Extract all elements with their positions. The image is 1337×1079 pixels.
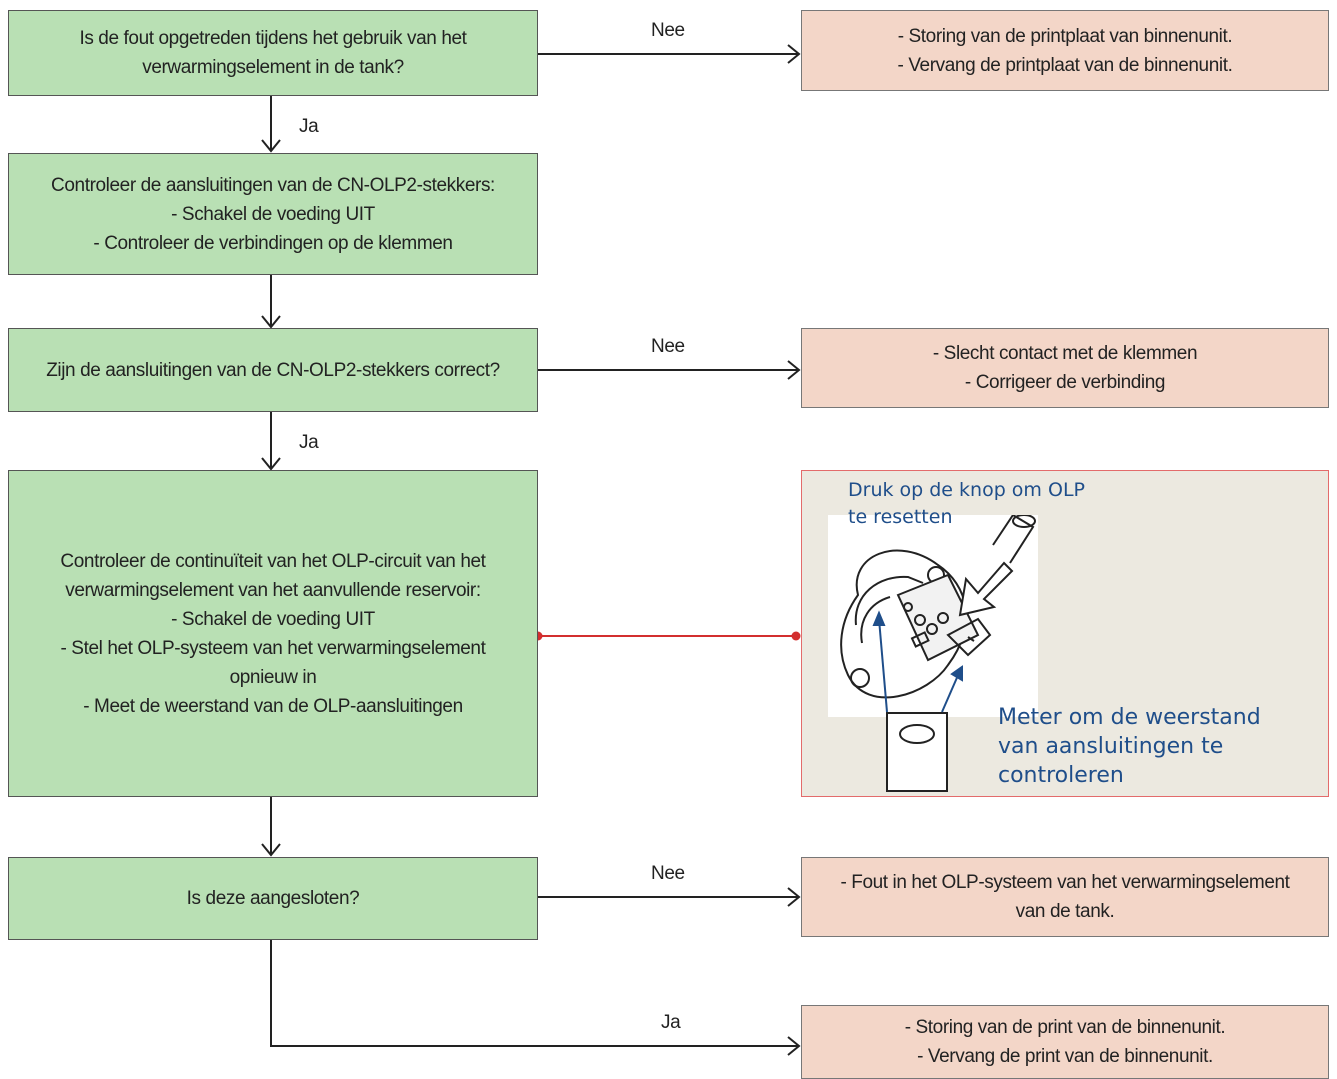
result-r2: - Slecht contact met de klemmen - Corrig…	[801, 328, 1329, 408]
label-no-1: Nee	[651, 20, 685, 41]
olp-device-illustration	[828, 515, 1038, 717]
step-continuity-line: - Schakel de voeding UIT	[171, 608, 375, 630]
meter-caption-line: controleren	[998, 763, 1124, 788]
step-q2: Zijn de aansluitingen van de CN-OLP2-ste…	[8, 328, 538, 412]
step-check-connections: Controleer de aansluitingen van de CN-OL…	[8, 153, 538, 275]
resistance-meter-icon	[886, 712, 948, 792]
step-continuity-line: opnieuw in	[229, 666, 317, 688]
result-r2-line: - Slecht contact met de klemmen	[932, 343, 1198, 364]
result-r3: - Fout in het OLP-systeem van het verwar…	[801, 857, 1329, 937]
step-continuity-line: - Stel het OLP-systeem van het verwarmin…	[60, 637, 486, 659]
step-q1: Is de fout opgetreden tijdens het gebrui…	[8, 10, 538, 96]
step-q2-line: Zijn de aansluitingen van de CN-OLP2-ste…	[46, 359, 500, 381]
step-continuity-line: - Meet de weerstand van de OLP-aansluiti…	[83, 695, 463, 717]
arrow-q3-yes	[270, 940, 798, 1047]
result-r1-line: - Storing van de printplaat van binnenun…	[897, 25, 1233, 47]
meter-caption-line: Meter om de weerstand	[998, 705, 1261, 730]
reset-caption: Druk op de knop om OLP te resetten	[848, 477, 1085, 531]
step-continuity-line: verwarmingselement van het aanvullende r…	[65, 579, 481, 601]
reset-caption-line: Druk op de knop om OLP	[848, 479, 1085, 501]
result-r1: - Storing van de printplaat van binnenun…	[801, 10, 1329, 91]
meter-probe-lines	[872, 610, 963, 713]
meter-caption-line: van aansluitingen te	[998, 734, 1224, 759]
label-no-3: Nee	[651, 863, 685, 884]
reset-caption-line: te resetten	[848, 506, 953, 528]
result-r4: - Storing van de print van de binnenunit…	[801, 1005, 1329, 1079]
result-r4-line: - Storing van de print van de binnenunit…	[904, 1017, 1226, 1038]
label-yes-1: Ja	[299, 116, 319, 137]
result-r4-line: - Vervang de print van de binnenunit.	[917, 1046, 1213, 1067]
olp-illustration-panel: Druk op de knop om OLP te resetten Meter…	[801, 470, 1329, 797]
result-r2-line: - Corrigeer de verbinding	[964, 372, 1166, 393]
result-r3-line: - Fout in het OLP-systeem van het verwar…	[840, 872, 1290, 893]
step-q3-line: Is deze aangesloten?	[186, 888, 360, 909]
step-check-line: - Controleer de verbindingen op de klemm…	[93, 232, 453, 254]
result-r3-line: van de tank.	[1015, 901, 1115, 922]
step-q3: Is deze aangesloten?	[8, 857, 538, 940]
label-no-2: Nee	[651, 336, 685, 357]
step-check-continuity: Controleer de continuïteit van het OLP-c…	[8, 470, 538, 797]
step-q1-line: Is de fout opgetreden tijdens het gebrui…	[79, 28, 467, 49]
label-yes-3: Ja	[661, 1012, 681, 1033]
step-check-line: - Schakel de voeding UIT	[171, 203, 375, 225]
step-check-line: Controleer de aansluitingen van de CN-OL…	[51, 174, 495, 196]
step-continuity-line: Controleer de continuïteit van het OLP-c…	[60, 550, 486, 572]
label-yes-2: Ja	[299, 432, 319, 453]
step-q1-line: verwarmingselement in de tank?	[142, 57, 404, 78]
result-r1-line: - Vervang de printplaat van de binnenuni…	[897, 54, 1233, 76]
meter-caption: Meter om de weerstand van aansluitingen …	[998, 703, 1261, 790]
